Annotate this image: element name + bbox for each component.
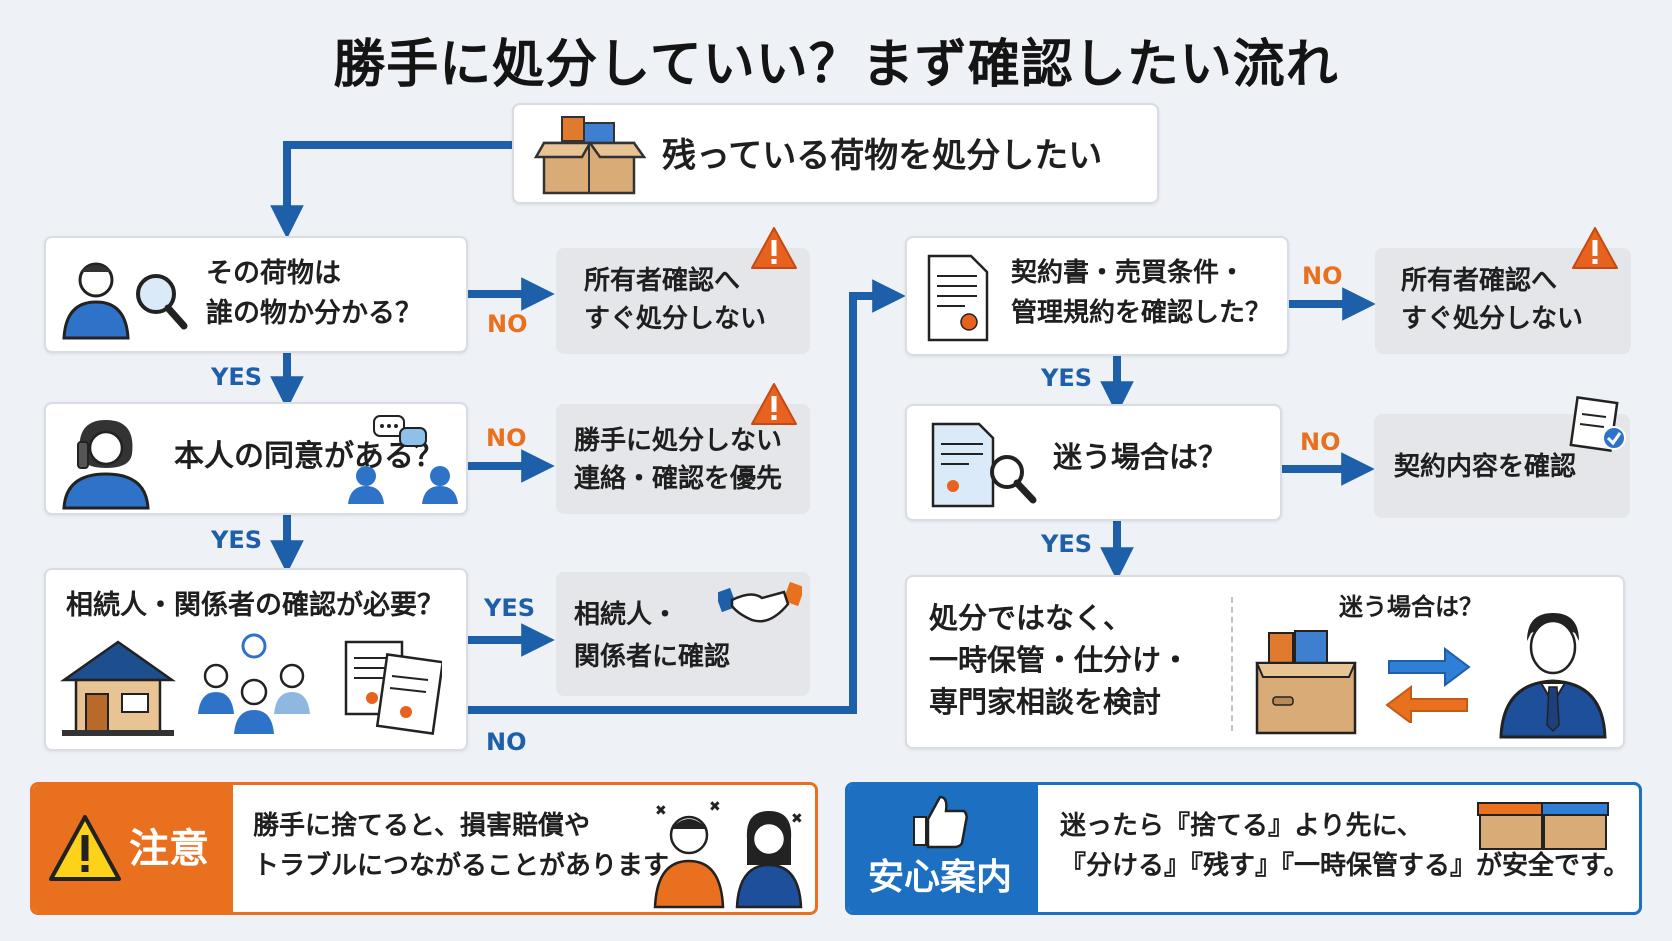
q2-no-result-line2: 連絡・確認を優先 [574,464,783,494]
q5-text: 迷う場合は？ [1053,440,1228,474]
q1-no-result-line2: すぐ処分しない [584,304,767,334]
q1-line2: 誰の物か分かる？ [206,298,422,329]
guide-line1: 迷ったら『捨てる』より先に、 [1060,811,1423,841]
q3-yes-result-line1: 相続人・ [574,600,679,630]
contract-icon [927,254,989,342]
handshake-icon [718,581,802,623]
warning-icon [49,815,121,881]
advisor-icon [1499,613,1607,739]
q5-no-label: NO [1300,428,1341,456]
q5-yes-label: YES [1041,530,1093,558]
caution-banner: 注意 勝手に捨てると、損害賠償や トラブルにつながることがあります。 ✖ ✖ ✖ [30,782,818,915]
arrow-start-to-q1 [270,141,512,239]
q1-yes-label: YES [211,363,263,391]
warning-icon [751,383,797,425]
caution-line1: 勝手に捨てると、損害賠償や [253,811,590,841]
svg-text:✖: ✖ [655,803,667,819]
q2-no-result-line1: 勝手に処分しない [574,426,783,456]
house-icon [60,640,176,736]
final-line1: 処分ではなく、 [929,601,1133,635]
worried-people-icon: ✖ ✖ ✖ [653,799,803,909]
start-node: 残っている荷物を処分したい [512,103,1159,204]
person-phone-icon [62,420,150,510]
checklist-icon [1569,396,1626,452]
q2-node: 本人の同意がある？ [44,402,468,515]
final-side-label: 迷う場合は？ [1339,593,1483,621]
caution-heading-panel: 注意 [33,785,233,912]
guide-line2: 『分ける』『残す』『一時保管する』が安全です。 [1060,851,1630,881]
guide-heading-panel: 安心案内 [848,785,1038,912]
q1-line1: その荷物は [206,258,341,289]
final-divider [1231,597,1233,731]
caution-heading: 注意 [129,826,209,872]
q1-node: その荷物は 誰の物か分かる？ [44,236,468,353]
svg-text:✖: ✖ [791,811,803,827]
q3-node: 相続人・関係者の確認が必要？ [44,568,468,751]
start-text: 残っている荷物を処分したい [662,136,1103,176]
box-icon [534,116,646,195]
q4-no-result-line2: すぐ処分しない [1401,304,1584,334]
q4-node: 契約書・売買条件・ 管理規約を確認した？ [905,236,1289,356]
q4-line1: 契約書・売買条件・ [1011,258,1246,288]
final-line3: 専門家相談を検討 [929,685,1162,719]
warning-icon [751,227,797,269]
q4-no-result-line1: 所有者確認へ [1401,266,1558,296]
q3-yes-label: YES [484,594,536,622]
q3-text: 相続人・関係者の確認が必要？ [66,590,444,621]
q4-line2: 管理規約を確認した？ [1011,298,1272,328]
final-line2: 一時保管・仕分け・ [929,643,1191,677]
q1-no-result: 所有者確認へ すぐ処分しない [556,248,810,354]
q5-node: 迷う場合は？ [905,404,1282,521]
q4-yes-label: YES [1041,364,1093,392]
q2-no-label: NO [486,424,527,452]
family-icon [198,633,310,734]
document-search-icon [931,422,1037,508]
person-search-icon [62,262,188,340]
swap-arrows-icon [1385,647,1471,723]
thumbs-up-icon [913,795,968,849]
q3-no-label: NO [486,728,527,756]
q1-no-result-line1: 所有者確認へ [584,266,741,296]
caution-line2: トラブルにつながることがあります。 [253,851,693,881]
q3-yes-result-line2: 関係者に確認 [574,642,731,672]
q2-text: 本人の同意がある？ [174,439,444,474]
guide-heading: 安心案内 [868,857,1013,898]
arrow-q3-no [468,279,906,714]
chat-icon [348,415,458,504]
storage-boxes-icon [1477,802,1609,850]
page-title: 勝手に処分していい？まず確認したい流れ [333,35,1339,95]
final-node: 処分ではなく、 一時保管・仕分け・ 専門家相談を検討 迷う場合は？ [905,575,1625,749]
svg-text:✖: ✖ [709,799,721,815]
q4-no-label: NO [1302,262,1343,290]
q2-yes-label: YES [211,526,263,554]
warning-icon [1572,227,1618,269]
guide-banner: 安心案内 迷ったら『捨てる』より先に、 『分ける』『残す』『一時保管する』が安全… [845,782,1642,915]
documents-icon [344,640,442,735]
q1-no-label: NO [487,310,528,338]
q5-no-result-text: 契約内容を確認 [1394,452,1577,482]
boxes-icon [1255,630,1357,735]
q3-yes-result: 相続人・ 関係者に確認 [556,572,810,696]
